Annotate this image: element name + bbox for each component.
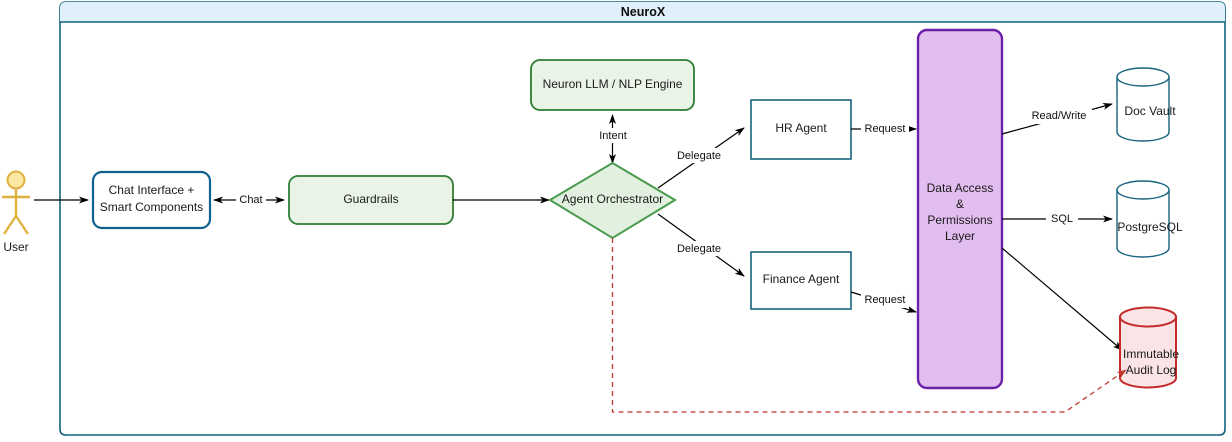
node-audit-log-label-2: Audit Log (1126, 363, 1177, 377)
edge-chat-label: Chat (239, 194, 262, 206)
node-dal-label-3: Permissions (927, 213, 992, 227)
node-chat-interface[interactable]: Chat Interface + Smart Components (91, 170, 212, 230)
edge-dal-to-auditlog (1001, 247, 1123, 351)
node-doc-vault[interactable]: Doc Vault (1116, 67, 1176, 142)
edge-orchestrator-to-llm: Intent (592, 114, 634, 164)
node-data-access-layer[interactable]: Data Access & Permissions Layer (916, 28, 1004, 390)
edge-sql-label: SQL (1051, 213, 1073, 225)
node-chat-interface-label-1: Chat Interface + (109, 183, 195, 197)
edge-request-hr-label: Request (865, 123, 906, 135)
node-hr-agent[interactable]: HR Agent (750, 99, 852, 160)
node-audit-log-label-1: Immutable (1123, 347, 1179, 361)
node-dal-label-4: Layer (945, 229, 975, 243)
node-dal-label-2: & (956, 197, 964, 211)
node-neuron-llm[interactable]: Neuron LLM / NLP Engine (530, 59, 695, 111)
edge-delegate-hr-label: Delegate (677, 150, 721, 162)
edge-readwrite-label: Read/Write (1032, 110, 1087, 122)
node-dal-label-1: Data Access (927, 181, 994, 195)
node-doc-vault-label: Doc Vault (1124, 104, 1176, 118)
node-guardrails[interactable]: Guardrails (288, 175, 454, 225)
node-agent-orchestrator-label: Agent Orchestrator (562, 192, 663, 206)
node-finance-agent[interactable]: Finance Agent (750, 251, 852, 310)
edge-orchestrator-to-finance: Delegate (657, 213, 745, 277)
actor-user: User (2, 170, 30, 254)
edge-hr-to-dal: Request (851, 122, 917, 137)
node-chat-interface-label-2: Smart Components (100, 200, 203, 214)
node-immutable-audit-log[interactable]: Immutable Audit Log (1119, 306, 1179, 389)
node-postgresql[interactable]: PostgreSQL (1116, 180, 1183, 258)
edge-request-finance-label: Request (865, 294, 906, 306)
edge-dal-to-docvault: Read/Write (1001, 102, 1113, 135)
edge-orchestrator-to-hr: Delegate (657, 127, 745, 189)
node-finance-agent-label: Finance Agent (763, 272, 840, 286)
edge-intent-label: Intent (599, 130, 627, 142)
container-title: NeuroX (621, 5, 666, 19)
edge-orchestrator-to-auditlog (611, 238, 1127, 413)
edge-chat-to-guardrails: Chat (213, 192, 285, 208)
actor-user-label: User (3, 240, 28, 254)
node-hr-agent-label: HR Agent (775, 121, 827, 135)
node-guardrails-label: Guardrails (343, 192, 398, 206)
edge-finance-to-dal: Request (850, 291, 917, 313)
node-neuron-llm-label: Neuron LLM / NLP Engine (543, 77, 683, 91)
edge-dal-to-postgres: SQL (1002, 212, 1113, 227)
edge-delegate-finance-label: Delegate (677, 243, 721, 255)
node-postgresql-label: PostgreSQL (1117, 220, 1183, 234)
